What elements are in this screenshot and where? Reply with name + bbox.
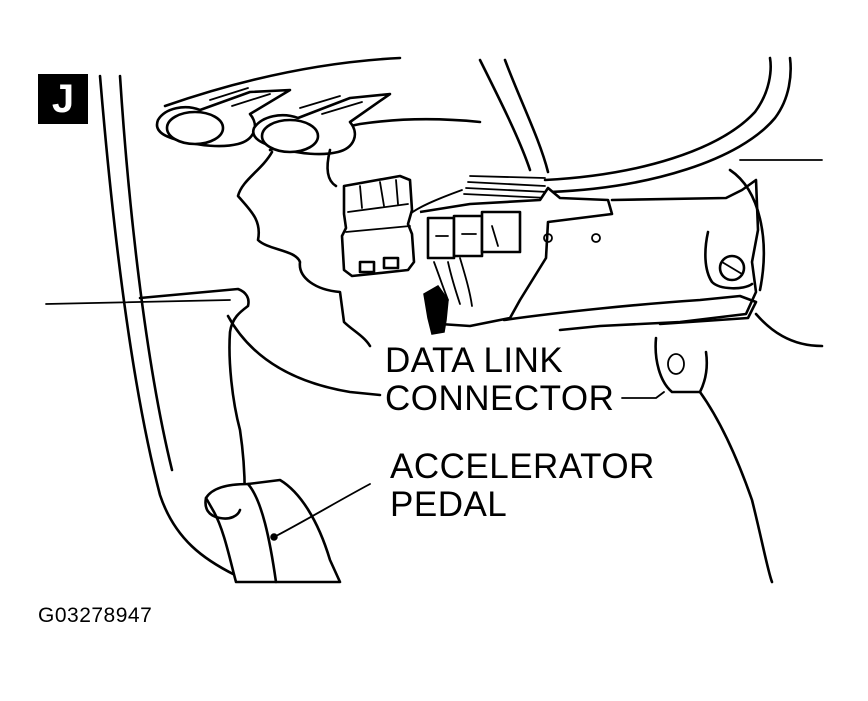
air-ducts	[155, 87, 392, 156]
section-badge: J	[38, 74, 88, 124]
data-link-connector	[340, 174, 416, 278]
label-line: ACCELERATOR	[390, 447, 655, 486]
connector-wires	[423, 257, 473, 335]
figure-id: G03278947	[38, 604, 153, 627]
label-line: CONNECTOR	[385, 379, 615, 418]
label-line: DATA LINK	[385, 341, 564, 380]
kick-panel	[45, 287, 382, 580]
dashboard-lower-edge	[163, 56, 823, 161]
accelerator-pedal-label: ACCELERATOR PEDAL	[390, 448, 655, 524]
connector-bracket	[419, 186, 614, 328]
accelerator-pedal	[204, 478, 342, 584]
wire-harness	[409, 56, 792, 215]
label-line: PEDAL	[390, 485, 508, 524]
dash-cutout	[236, 148, 372, 348]
data-link-connector-label: DATA LINK CONNECTOR	[385, 342, 614, 418]
leader-lines	[270, 391, 665, 541]
left-pillar	[98, 74, 237, 577]
right-bracket	[502, 168, 824, 584]
